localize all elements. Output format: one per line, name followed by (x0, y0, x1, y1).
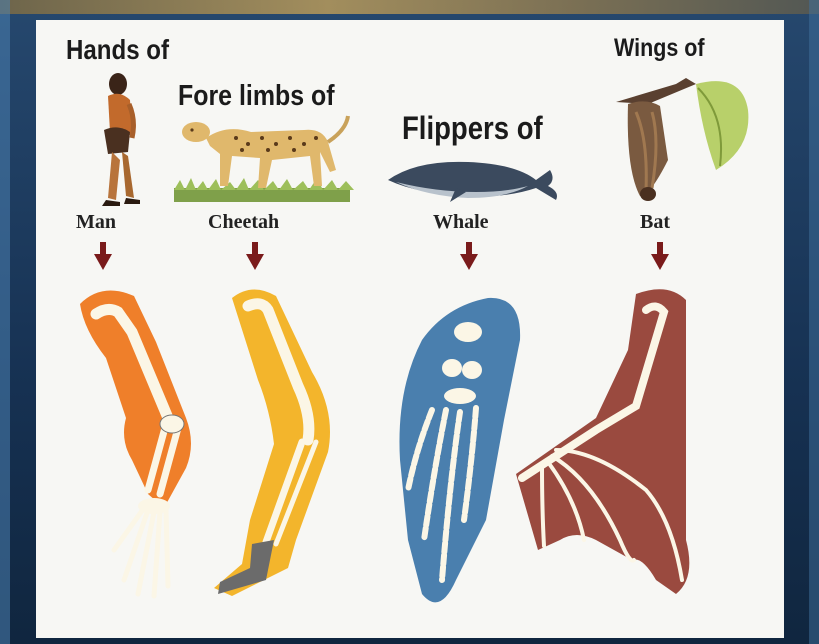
diagram-artwork (36, 20, 784, 638)
bat-figure-icon (616, 78, 748, 201)
arrow-bat (651, 242, 669, 270)
man-figure-icon (102, 73, 140, 206)
cheetah-figure-icon (174, 116, 354, 202)
diagram-board: Hands of Fore limbs of Flippers of Wings… (36, 20, 784, 638)
whale-forelimb (399, 298, 520, 602)
arrow-whale (460, 242, 478, 270)
whale-figure-icon (388, 162, 557, 202)
bat-forelimb (516, 289, 689, 594)
frame-right-edge (809, 0, 819, 644)
frame-left-edge (0, 0, 10, 644)
man-forelimb (80, 291, 191, 596)
arrow-man (94, 242, 112, 270)
frame-top-border (0, 0, 819, 14)
arrow-cheetah (246, 242, 264, 270)
cheetah-forelimb (214, 289, 330, 596)
